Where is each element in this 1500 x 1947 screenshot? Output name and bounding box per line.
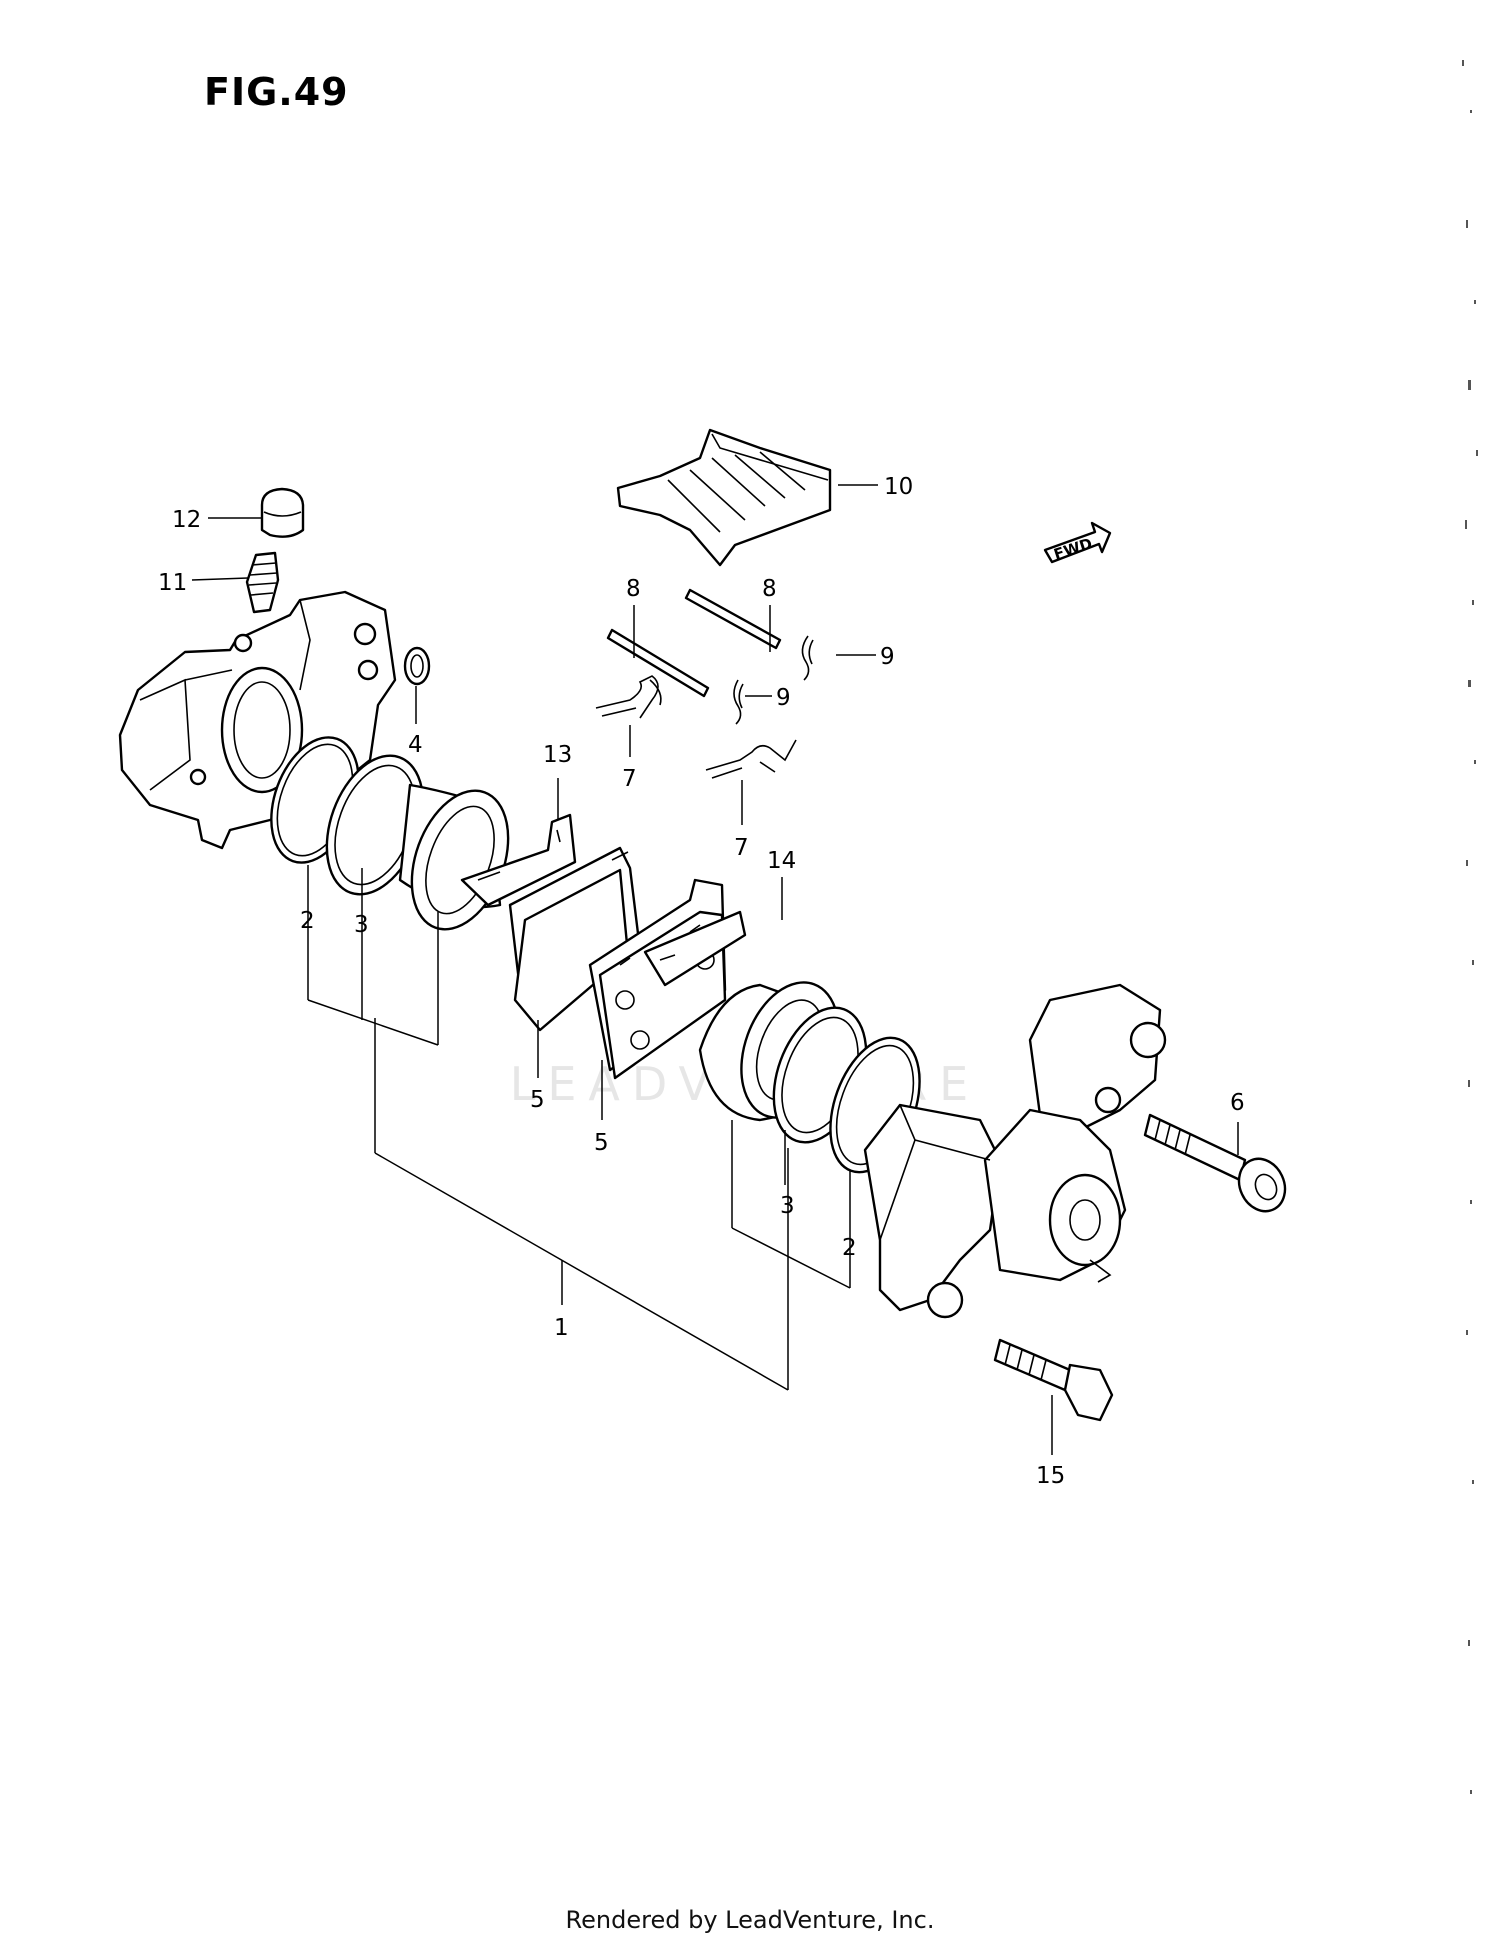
scan-edge-speckle xyxy=(1462,60,1478,1794)
part-4-ring xyxy=(403,646,431,686)
part-9-clip-lower xyxy=(733,679,744,725)
callout-4: 4 xyxy=(408,732,423,758)
footer-credit: Rendered by LeadVenture, Inc. xyxy=(565,1906,935,1934)
part-6-bolt xyxy=(1143,1113,1287,1213)
part-12-bleeder-cap xyxy=(260,487,305,538)
callout-5b: 5 xyxy=(594,1130,609,1156)
callout-8b: 8 xyxy=(762,576,777,602)
callout-14: 14 xyxy=(767,848,796,874)
callout-13: 13 xyxy=(543,742,572,768)
callout-12: 12 xyxy=(172,507,201,533)
callout-11: 11 xyxy=(158,570,187,596)
callout-9b: 9 xyxy=(776,685,791,711)
part-8-pin-upper xyxy=(684,588,782,650)
callout-3b: 3 xyxy=(780,1193,795,1219)
figure-title: FIG.49 xyxy=(204,70,349,114)
callout-2a: 2 xyxy=(300,908,315,934)
callout-7b: 7 xyxy=(734,835,749,861)
right-caliper-half xyxy=(863,983,1167,1319)
callout-2b: 2 xyxy=(842,1235,857,1261)
callout-3a: 3 xyxy=(354,912,369,938)
callout-5a: 5 xyxy=(530,1087,545,1113)
part-13-shim xyxy=(460,813,577,907)
callout-10: 10 xyxy=(884,474,913,500)
part-7-spring-lower xyxy=(705,739,797,779)
callout-8a: 8 xyxy=(626,576,641,602)
leader-lines xyxy=(191,484,1239,1455)
part-7-spring-upper xyxy=(595,675,662,719)
left-piston xyxy=(398,783,510,931)
forward-direction-arrow: FWD xyxy=(1043,521,1112,564)
part-11-bleeder-valve xyxy=(245,551,280,614)
callout-7a: 7 xyxy=(622,766,637,792)
callout-15: 15 xyxy=(1036,1463,1065,1489)
callout-6: 6 xyxy=(1230,1090,1245,1116)
callout-9a: 9 xyxy=(880,644,895,670)
fwd-label: FWD xyxy=(1052,534,1095,563)
part-9-clip-upper xyxy=(801,635,814,681)
callout-labels: 12 11 10 8 8 9 9 7 7 4 13 14 2 3 5 5 6 3… xyxy=(158,474,1245,1489)
part-15-bolt xyxy=(993,1338,1114,1422)
part-10-pad-spring xyxy=(616,428,832,567)
part-8-pin-lower xyxy=(606,628,710,698)
part-14-shim xyxy=(643,910,747,987)
callout-1: 1 xyxy=(554,1315,569,1341)
